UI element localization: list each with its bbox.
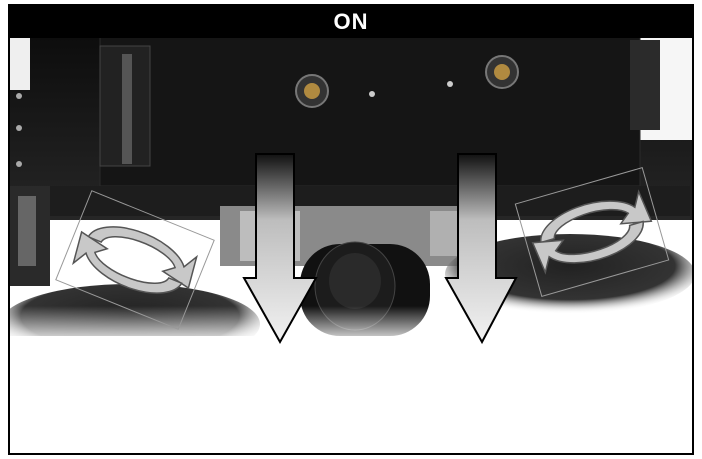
lamp-left — [296, 75, 328, 107]
lamp-right — [486, 56, 518, 88]
sweeper-illustration — [10, 6, 692, 453]
status-header: ON — [10, 6, 692, 38]
illustration-frame: ON — [8, 4, 694, 455]
